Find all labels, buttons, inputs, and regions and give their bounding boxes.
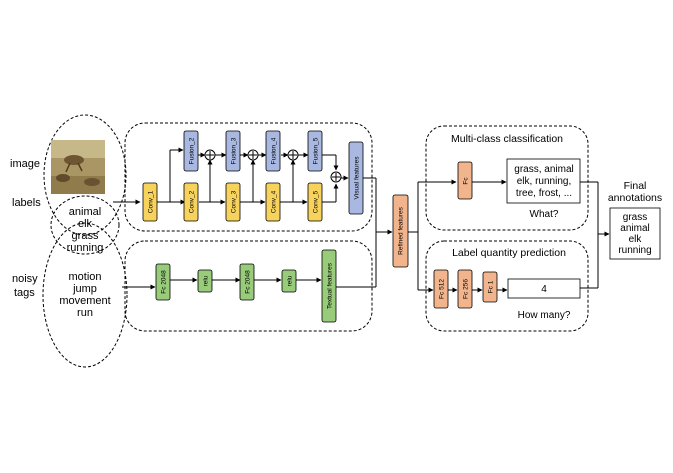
what-question: What?	[530, 209, 559, 220]
how-many-question: How many?	[518, 310, 571, 321]
fc-2048-label: Fc 2048	[161, 270, 168, 294]
label-word: running	[67, 242, 104, 254]
result-line: grass, animal	[514, 164, 573, 175]
tags-label: tags	[14, 287, 35, 299]
conv-layers	[142, 182, 323, 222]
fusion-layers	[183, 130, 323, 172]
visual-branch-box	[124, 122, 373, 232]
fusion-2-label: Fusion_2	[189, 137, 196, 164]
fusion-4-label: Fusion_4	[271, 137, 278, 164]
image-label: image	[10, 158, 40, 170]
text-layers	[155, 263, 297, 301]
textual-features-box	[321, 249, 337, 323]
merge-lines	[336, 177, 393, 288]
labels-ellipse	[50, 195, 120, 255]
conv-4-label: Conv_4	[271, 190, 278, 213]
quantity-title: Label quantity prediction	[452, 247, 566, 259]
fusion-3-label: Fusion_3	[231, 137, 238, 164]
final-item: running	[618, 245, 651, 256]
tags-ellipse	[42, 222, 128, 368]
conv-2-label: Conv_2	[189, 190, 196, 213]
fc-512-label: Fc 512	[439, 279, 446, 299]
relu-label: relu	[203, 275, 210, 286]
elk-photo	[51, 140, 105, 194]
conv-1-label: Conv_1	[148, 190, 155, 213]
visual-flow-lines	[156, 147, 349, 205]
conv-3-label: Conv_3	[231, 190, 238, 213]
final-title-1: Final	[624, 180, 647, 192]
fc-2048-label: Fc 2048	[245, 270, 252, 294]
quantity-value: 4	[541, 284, 547, 295]
final-annotations-box	[609, 207, 661, 260]
classification-result-box	[506, 158, 581, 204]
text-branch-box	[124, 240, 373, 332]
label-word: animal	[69, 206, 101, 218]
label-word: elk	[78, 218, 93, 230]
classification-fc	[457, 161, 473, 200]
fc-1-label: Fc 1	[488, 280, 495, 293]
fusion-add-nodes	[204, 149, 342, 183]
classification-fc-label: Fc	[463, 177, 470, 185]
final-item: grass	[623, 212, 647, 223]
final-item: elk	[629, 234, 643, 245]
tag-word: motion	[68, 271, 101, 283]
tag-word: jump	[72, 283, 97, 295]
visual-features-label: Visual features	[354, 156, 361, 200]
result-line: tree, frost, ...	[516, 188, 572, 199]
label-word: grass	[72, 230, 99, 242]
textual-features-label: Textual features	[327, 262, 334, 309]
tag-word: run	[77, 307, 93, 319]
final-title-2: annotations	[608, 192, 662, 204]
final-lines	[580, 181, 610, 289]
conv-5-label: Conv_5	[313, 190, 320, 213]
image-ellipse	[43, 114, 127, 236]
labels-label: labels	[12, 197, 41, 209]
fc-256-label: Fc 256	[463, 279, 470, 299]
classification-box	[425, 125, 589, 231]
final-item: animal	[620, 223, 649, 234]
quantity-layers	[433, 269, 498, 309]
quantity-box	[425, 240, 589, 332]
refined-features-box	[392, 194, 409, 268]
result-line: elk, running,	[517, 176, 571, 187]
refined-out-lines	[408, 179, 457, 293]
relu-label: relu	[287, 275, 294, 286]
fusion-5-label: Fusion_5	[313, 137, 320, 164]
refined-features-label: Refined features	[398, 206, 405, 254]
classification-title: Multi-class classification	[451, 133, 563, 145]
noisy-label: noisy	[12, 273, 38, 285]
tag-word: movement	[59, 295, 110, 307]
